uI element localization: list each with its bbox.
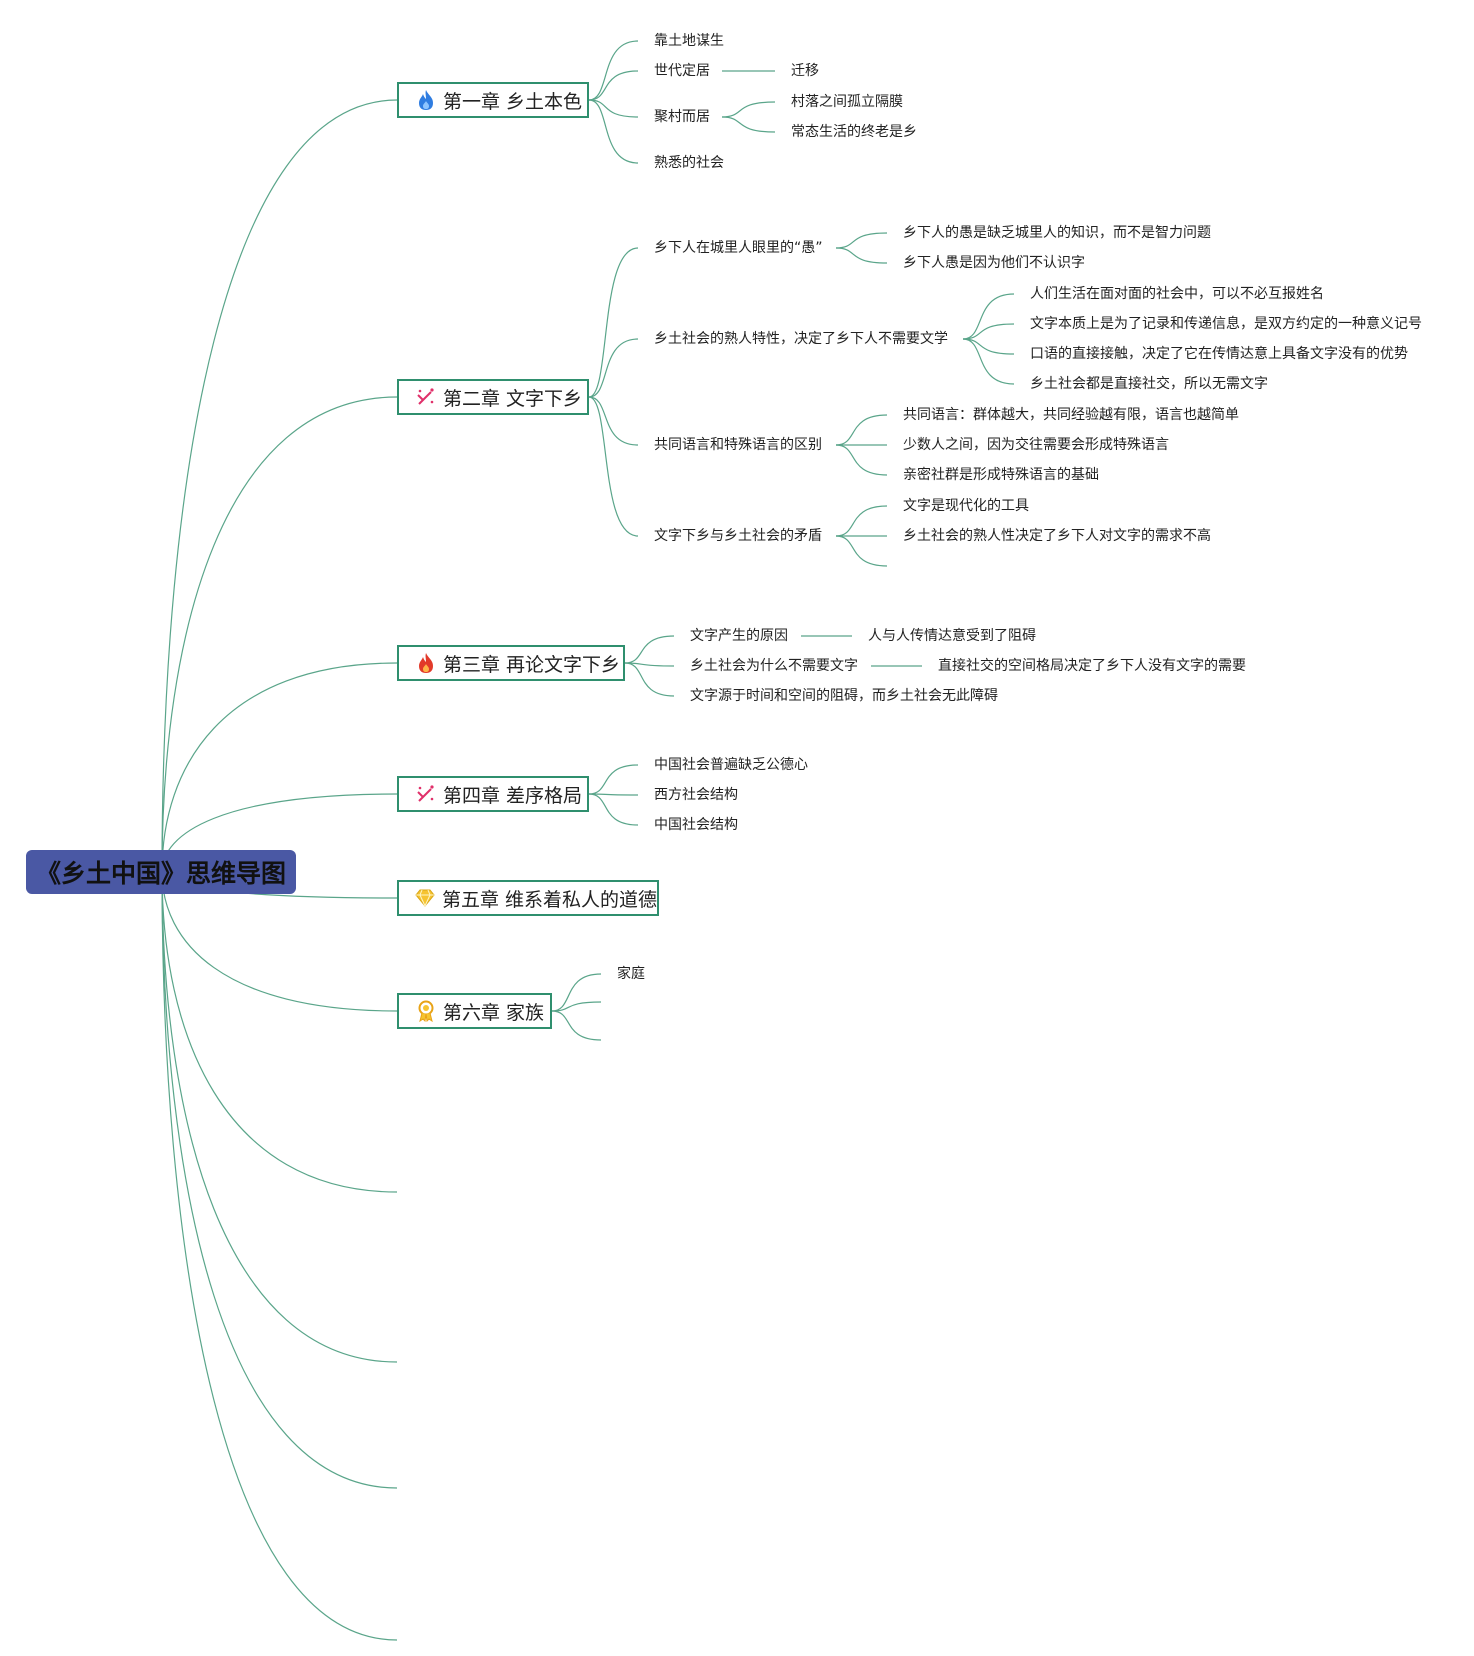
chapter-5-node[interactable]: 第五章 维系着私人的道德	[397, 880, 659, 916]
ch2-topic-1[interactable]: 乡下人在城里人眼里的“愚”	[654, 240, 823, 256]
root-branch-line	[161, 99, 398, 873]
ch2-branch-line	[588, 396, 639, 446]
ch2-topic-3-child-1[interactable]: 共同语言：群体越大，共同经验越有限，语言也越简单	[903, 407, 1239, 423]
ch3-topic-1[interactable]: 文字产生的原因	[690, 628, 788, 644]
ch2-topic-3[interactable]: 共同语言和特殊语言的区别	[654, 437, 822, 453]
chapter-2-node[interactable]: 第二章 文字下乡	[397, 379, 589, 415]
ch1-topic-3[interactable]: 聚村而居	[654, 109, 710, 125]
ch2-branch-line	[588, 338, 639, 398]
ch1-child-line	[721, 116, 776, 133]
sparkle-pink-icon	[415, 386, 437, 408]
chapter-2-title: 第二章 文字下乡	[443, 387, 583, 410]
chapter-1-node[interactable]: 第一章 乡土本色	[397, 82, 589, 118]
ch1-branch-line	[588, 99, 639, 118]
ch3-topic-2[interactable]: 乡土社会为什么不需要文字	[690, 658, 858, 674]
ch2-topic-2[interactable]: 乡土社会的熟人特性，决定了乡下人不需要文学	[654, 331, 948, 347]
ch2-topic-4[interactable]: 文字下乡与乡土社会的矛盾	[654, 528, 822, 544]
ch4-topic-2[interactable]: 西方社会结构	[654, 787, 738, 803]
chapter-6-title: 第六章 家族	[443, 1001, 545, 1024]
ch1-topic-3-child-1[interactable]: 村落之间孤立隔膜	[791, 94, 903, 110]
ch2-child-line	[962, 338, 1015, 385]
ch2-child-line	[835, 535, 888, 567]
ch2-child-line	[962, 323, 1015, 340]
chapter-1-title: 第一章 乡土本色	[443, 90, 583, 113]
ch1-topic-3-child-2[interactable]: 常态生活的终老是乡	[791, 124, 917, 140]
ch6-branch-line	[551, 1001, 602, 1012]
ch2-branch-line	[588, 247, 639, 398]
sparkle-pink-icon	[415, 783, 437, 805]
chapter-4-title: 第四章 差序格局	[443, 784, 583, 807]
diamond-yellow-icon	[415, 887, 436, 909]
ch3-branch-line	[624, 662, 675, 667]
ch6-branch-line	[551, 1010, 602, 1041]
ch3-topic-1-child-1[interactable]: 人与人传情达意受到了阻碍	[868, 628, 1036, 644]
ch3-topic-2-child-1[interactable]: 直接社交的空间格局决定了乡下人没有文字的需要	[938, 658, 1246, 674]
ch2-topic-1-child-1[interactable]: 乡下人的愚是缺乏城里人的知识，而不是智力问题	[903, 225, 1211, 241]
ch2-topic-4-child-1[interactable]: 文字是现代化的工具	[903, 498, 1029, 514]
ch1-branch-line	[588, 99, 639, 164]
ch4-topic-1[interactable]: 中国社会普遍缺乏公德心	[654, 757, 808, 773]
root-branch-line	[161, 871, 398, 1641]
root-title: 《乡土中国》思维导图	[35, 859, 286, 888]
ch2-topic-2-child-3[interactable]: 口语的直接接触，决定了它在传情达意上具备文字没有的优势	[1030, 346, 1408, 362]
root-branch-line	[161, 871, 398, 1012]
ch2-topic-1-child-2[interactable]: 乡下人愚是因为他们不认识字	[903, 255, 1085, 271]
root-node[interactable]: 《乡土中国》思维导图	[26, 850, 296, 894]
ch6-topic-1[interactable]: 家庭	[617, 966, 645, 982]
ch2-topic-2-child-1[interactable]: 人们生活在面对面的社会中，可以不必互报姓名	[1030, 286, 1324, 302]
chapter-5-title: 第五章 维系着私人的道德	[441, 888, 657, 911]
chapter-3-title: 第三章 再论文字下乡	[443, 653, 621, 676]
ch2-topic-3-child-2[interactable]: 少数人之间，因为交往需要会形成特殊语言	[903, 437, 1169, 453]
ch4-topic-3[interactable]: 中国社会结构	[654, 817, 738, 833]
ch2-child-line	[962, 338, 1015, 355]
ch2-child-line	[835, 505, 888, 537]
root-branch-line	[161, 871, 398, 1363]
ch1-topic-1[interactable]: 靠土地谋生	[654, 33, 724, 49]
ch2-child-line	[835, 232, 888, 249]
chapter-3-node[interactable]: 第三章 再论文字下乡	[397, 645, 625, 681]
ch2-child-line	[835, 414, 888, 446]
ch2-topic-2-child-4[interactable]: 乡土社会都是直接社交，所以无需文字	[1030, 376, 1268, 392]
flame-red-icon	[415, 652, 437, 674]
ch1-child-line	[721, 101, 776, 118]
ch1-topic-2-child-1[interactable]: 迁移	[791, 63, 819, 79]
ch1-topic-4[interactable]: 熟悉的社会	[654, 155, 724, 171]
ch3-branch-line	[624, 662, 675, 697]
root-branch-line	[161, 662, 398, 873]
ch3-topic-3[interactable]: 文字源于时间和空间的阻碍，而乡土社会无此障碍	[690, 688, 998, 704]
flame-blue-icon	[415, 89, 437, 111]
root-branch-line	[161, 871, 398, 1489]
ch2-topic-2-child-2[interactable]: 文字本质上是为了记录和传递信息，是双方约定的一种意义记号	[1030, 316, 1422, 332]
ch4-branch-line	[588, 793, 639, 826]
ch4-branch-line	[588, 764, 639, 795]
ch1-branch-line	[588, 40, 639, 101]
ch2-child-line	[835, 247, 888, 264]
ch4-branch-line	[588, 793, 639, 796]
root-branch-line	[161, 396, 398, 873]
ch1-branch-line	[588, 70, 639, 101]
ch3-branch-line	[624, 635, 675, 664]
chapter-6-node[interactable]: 第六章 家族	[397, 993, 552, 1029]
award-medal-icon	[415, 1000, 437, 1022]
ch2-child-line	[835, 444, 888, 476]
ch6-branch-line	[551, 973, 602, 1012]
ch2-child-line	[962, 293, 1015, 340]
ch2-topic-3-child-3[interactable]: 亲密社群是形成特殊语言的基础	[903, 467, 1099, 483]
root-branch-line	[161, 871, 398, 1193]
chapter-4-node[interactable]: 第四章 差序格局	[397, 776, 589, 812]
ch2-branch-line	[588, 396, 639, 537]
ch2-topic-4-child-2[interactable]: 乡土社会的熟人性决定了乡下人对文字的需求不高	[903, 528, 1211, 544]
ch1-topic-2[interactable]: 世代定居	[654, 63, 710, 79]
